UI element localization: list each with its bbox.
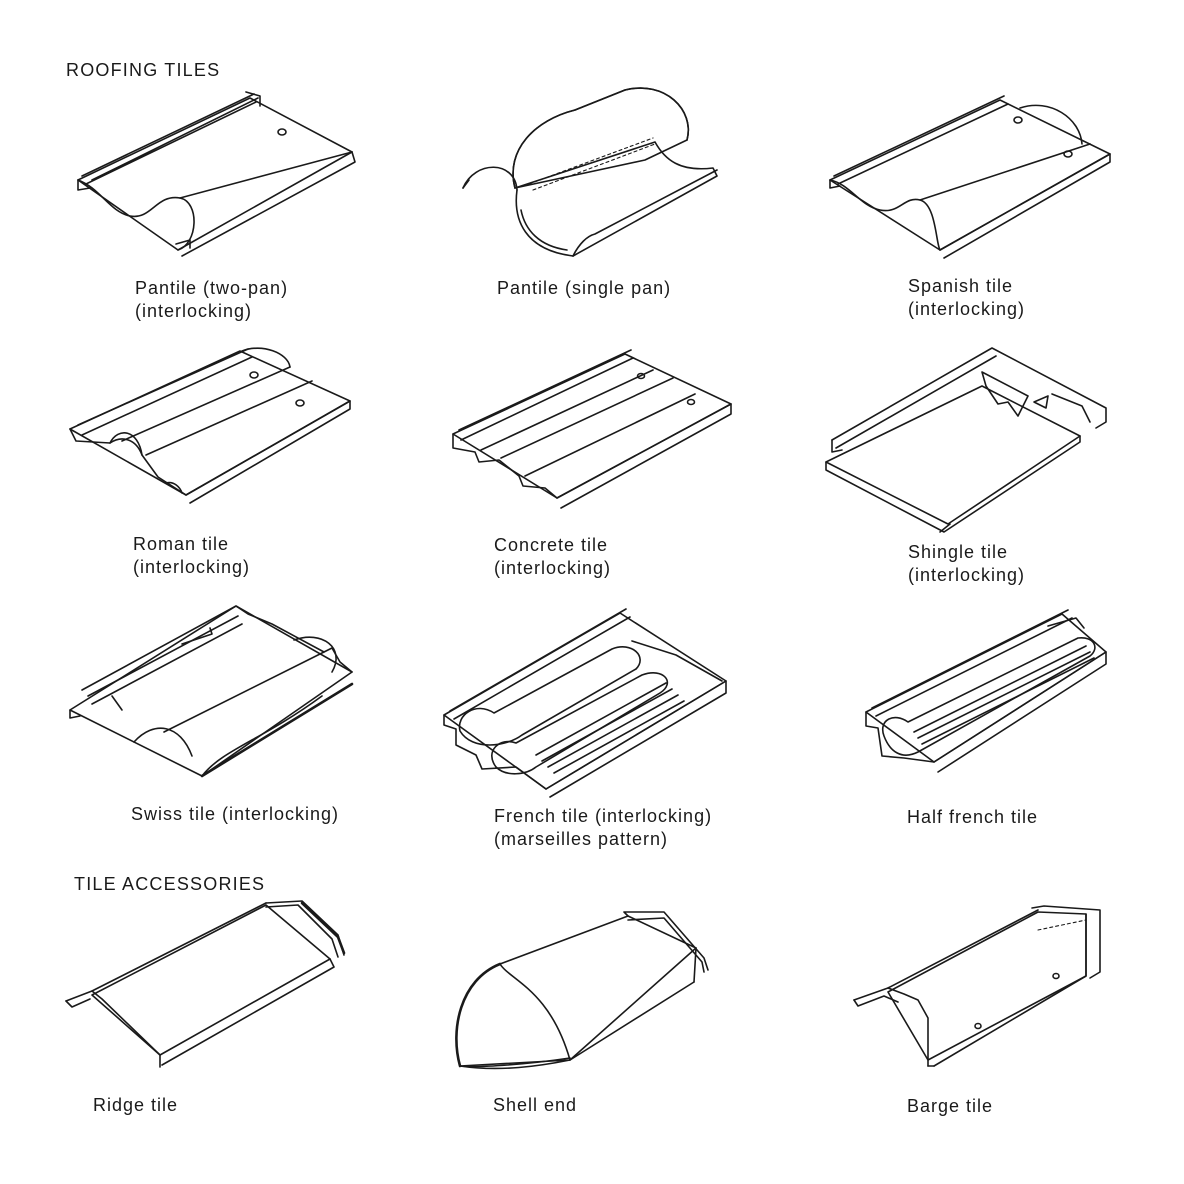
tile-accessories-heading: TILE ACCESSORIES xyxy=(74,874,266,894)
caption-roman-tile: Roman tile (interlocking) xyxy=(133,533,250,579)
caption-line1: Pantile (two-pan) xyxy=(135,278,289,298)
caption-pantile-two-pan: Pantile (two-pan) (interlocking) xyxy=(135,277,288,323)
swiss-tile-icon xyxy=(69,605,354,778)
caption-concrete-tile: Concrete tile (interlocking) xyxy=(494,534,611,580)
caption-line1: Shell end xyxy=(493,1095,578,1115)
caption-line1: French tile (interlocking) xyxy=(494,806,713,826)
caption-line1: Ridge tile xyxy=(93,1095,179,1115)
shell-end-icon xyxy=(455,911,709,1070)
caption-line1: Spanish tile xyxy=(908,276,1014,296)
caption-line2: (interlocking) xyxy=(908,565,1026,585)
caption-line1: Roman tile xyxy=(133,534,230,554)
caption-shell-end: Shell end xyxy=(493,1094,577,1117)
barge-tile-icon xyxy=(853,905,1101,1067)
caption-line1: Swiss tile (interlocking) xyxy=(131,804,340,824)
caption-line1: Half french tile xyxy=(907,807,1039,827)
ridge-tile-icon xyxy=(65,900,346,1068)
spanish-tile-icon xyxy=(829,95,1111,259)
concrete-tile-icon xyxy=(452,349,732,509)
caption-line2: (interlocking) xyxy=(494,558,612,578)
caption-line2: (interlocking) xyxy=(908,299,1026,319)
pantile-single-pan-icon xyxy=(462,87,718,257)
caption-line1: Concrete tile xyxy=(494,535,609,555)
caption-shingle-tile: Shingle tile (interlocking) xyxy=(908,541,1025,587)
pantile-two-pan-icon xyxy=(77,91,356,257)
caption-line1: Shingle tile xyxy=(908,542,1009,562)
caption-french-tile: French tile (interlocking) (marseilles p… xyxy=(494,805,712,851)
caption-spanish-tile: Spanish tile (interlocking) xyxy=(908,275,1025,321)
caption-half-french-tile: Half french tile xyxy=(907,806,1038,829)
caption-swiss-tile: Swiss tile (interlocking) xyxy=(131,803,339,826)
caption-pantile-single-pan: Pantile (single pan) xyxy=(497,277,671,300)
caption-line1: Barge tile xyxy=(907,1096,994,1116)
shingle-tile-icon xyxy=(825,347,1107,533)
roman-tile-icon xyxy=(69,347,351,504)
caption-barge-tile: Barge tile xyxy=(907,1095,993,1118)
caption-line2: (marseilles pattern) xyxy=(494,829,669,849)
french-tile-icon xyxy=(443,608,727,798)
caption-line2: (interlocking) xyxy=(135,301,253,321)
caption-line1: Pantile (single pan) xyxy=(497,278,672,298)
caption-ridge-tile: Ridge tile xyxy=(93,1094,178,1117)
half-french-tile-icon xyxy=(865,609,1107,773)
roofing-tiles-heading: ROOFING TILES xyxy=(66,60,221,80)
caption-line2: (interlocking) xyxy=(133,557,251,577)
